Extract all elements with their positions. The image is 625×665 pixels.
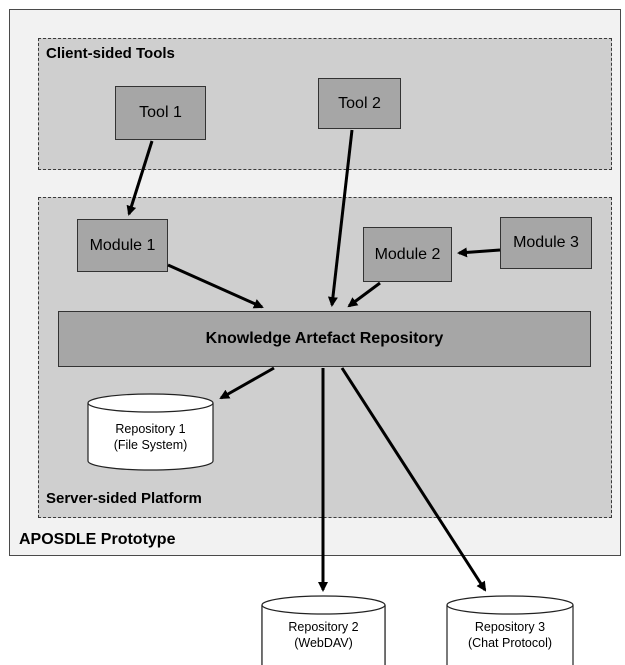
module-1-box: Module 1 [77, 219, 168, 272]
server-region-label: Server-sided Platform [46, 490, 202, 507]
repository-3-type: (Chat Protocol) [467, 636, 553, 650]
tool-2-box: Tool 2 [318, 78, 401, 129]
module-3-box: Module 3 [500, 217, 592, 269]
cylinder-shape [261, 595, 386, 665]
tool-1-box: Tool 1 [115, 86, 206, 140]
kar-label: Knowledge Artefact Repository [205, 330, 444, 347]
aposdle-prototype-label: APOSDLE Prototype [19, 531, 176, 548]
repository-3-name: Repository 3 [474, 620, 546, 634]
repository-2-cylinder: Repository 2 (WebDAV) [261, 595, 386, 665]
repository-3-cylinder: Repository 3 (Chat Protocol) [446, 595, 574, 665]
repository-1-type: (File System) [113, 438, 188, 452]
arrow-module1-to-kar [167, 263, 264, 309]
cylinder-shape [446, 595, 574, 665]
module-2-label: Module 2 [374, 245, 441, 263]
tool-1-label: Tool 1 [139, 104, 182, 121]
client-region-label: Client-sided Tools [46, 45, 175, 62]
arrow-module2-to-kar [347, 281, 381, 308]
arrow-tool2-to-kar [327, 129, 354, 307]
arrow-module3-to-module2 [457, 247, 501, 258]
arrow-tool1-to-module1 [126, 140, 154, 216]
repository-1-cylinder: Repository 1 (File System) [87, 393, 214, 471]
repository-1-name: Repository 1 [115, 422, 186, 436]
module-1-label: Module 1 [89, 236, 156, 254]
module-3-label: Module 3 [513, 234, 579, 251]
arrow-kar-to-repository1 [219, 366, 275, 400]
cylinder-shape [87, 393, 214, 471]
knowledge-artefact-repository-box: Knowledge Artefact Repository [58, 311, 591, 367]
repository-2-name: Repository 2 [288, 620, 359, 634]
tool-2-label: Tool 2 [338, 94, 381, 112]
repository-2-type: (WebDAV) [294, 636, 353, 650]
module-2-box: Module 2 [363, 227, 452, 282]
arrow-kar-to-repository3 [340, 367, 487, 592]
